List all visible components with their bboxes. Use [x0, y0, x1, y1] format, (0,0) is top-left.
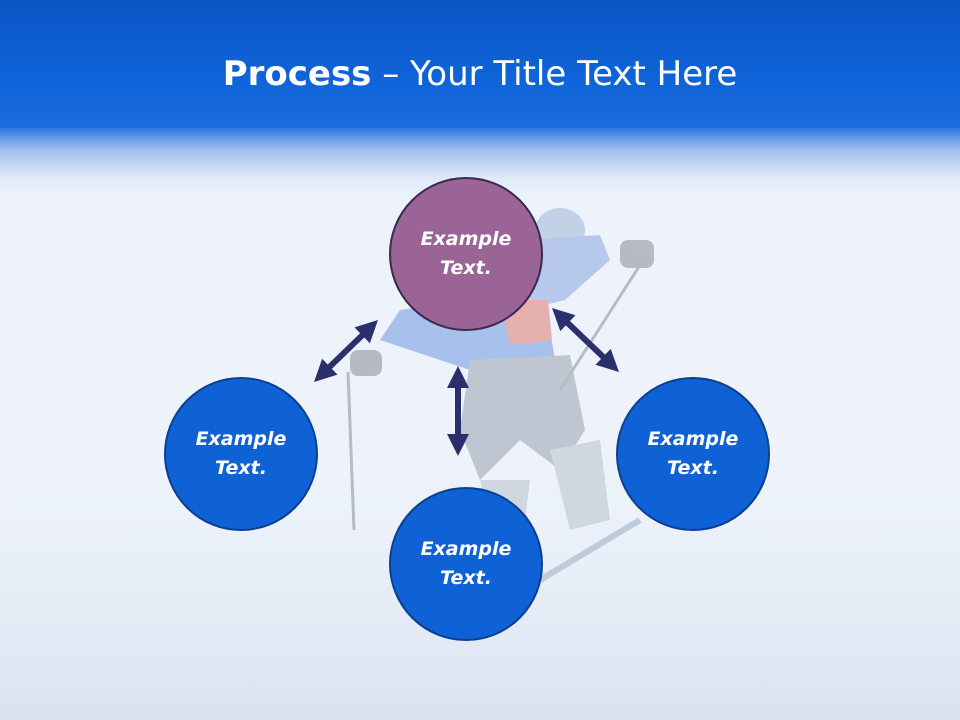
arrow-center-bottom: [447, 366, 469, 456]
header-band: [0, 0, 960, 130]
left-node-label: Example Text.: [195, 428, 287, 479]
left-node: Example Text.: [164, 377, 318, 531]
right-node-label: Example Text.: [647, 428, 739, 479]
right-node: Example Text.: [616, 377, 770, 531]
center-node: Example Text.: [389, 177, 543, 331]
arrow-center-right: [552, 308, 619, 372]
arrow-center-left: [314, 320, 378, 382]
title-rest: – Your Title Text Here: [371, 54, 738, 94]
center-node-label: Example Text.: [420, 228, 512, 279]
slide-title: Process – Your Title Text Here: [0, 52, 960, 96]
bottom-node-label: Example Text.: [420, 538, 512, 589]
title-bold: Process: [222, 54, 372, 94]
bottom-node: Example Text.: [389, 487, 543, 641]
